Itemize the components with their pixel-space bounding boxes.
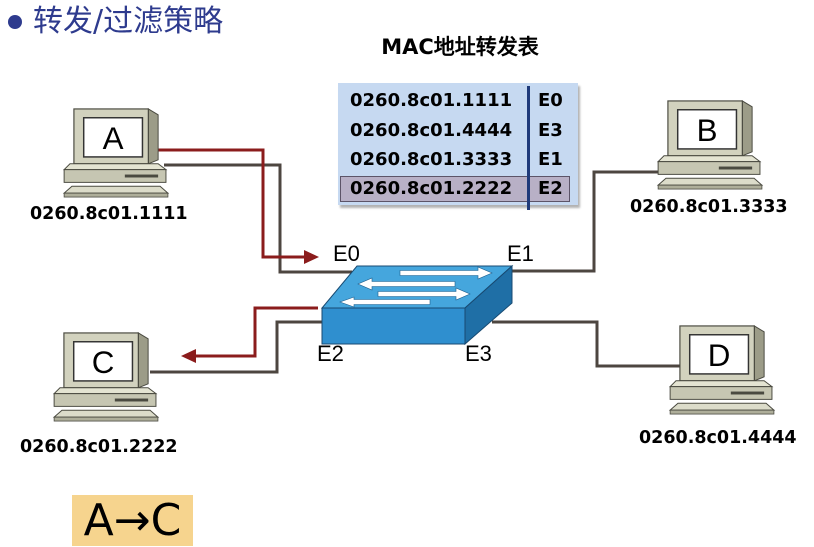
desktop-computer-icon: C [52,332,160,422]
computer-a: A [62,106,172,200]
table-port-cell: E2 [538,178,563,199]
path-e2-to-c-line [194,306,318,358]
bullet-icon [8,15,22,29]
path-a-to-e0-line [158,148,306,259]
cpu-case [669,386,773,400]
host-mac-a: 0260.8c01.1111 [30,204,188,224]
network-switch-icon [320,264,514,346]
cpu-top [62,163,168,171]
keyboard [62,185,170,194]
computer-letter: D [708,338,731,373]
host-mac-b: 0260.8c01.3333 [630,197,788,217]
keyboard [52,409,160,418]
table-row: 0260.8c01.4444 E3 [340,118,570,144]
monitor-side [753,325,765,382]
table-mac-cell: 0260.8c01.3333 [350,149,513,170]
keyboard-edge [63,192,169,198]
table-mac-cell: 0260.8c01.1111 [350,90,513,111]
table-column-divider [527,86,530,210]
slide-title: 转发/过滤策略 [33,4,224,39]
caption-box: A→C [72,495,193,546]
table-mac-cell: 0260.8c01.2222 [350,178,513,199]
links [150,163,680,374]
monitor-screen [676,109,738,150]
computer-b: B [656,98,766,192]
cpu-top [52,387,158,395]
monitor-screen [72,341,134,382]
keyboard-edge [53,416,159,422]
link-d-e3 [492,320,680,368]
computer-letter: C [92,345,115,380]
cpu-case [657,161,761,175]
table-port-cell: E1 [538,149,563,170]
drive-slot [730,391,765,395]
table-mac-cell: 0260.8c01.4444 [350,120,513,141]
switch-arrow-right-icon [399,266,493,280]
cpu-case [63,169,167,183]
frame-path [158,148,319,363]
switch-arrow-left-icon [339,296,431,308]
computer-d: D [668,323,778,417]
arrow-left-icon [181,349,196,363]
port-label-e1: E1 [507,241,534,266]
table-row: 0260.8c01.3333 E1 [340,147,570,173]
desktop-computer-icon: B [656,100,764,190]
table-row-highlighted: 0260.8c01.2222 E2 [340,176,570,202]
link-b-e1 [506,170,662,273]
keyboard [656,177,764,186]
port-label-e0: E0 [333,241,360,266]
switch-arrow-left-icon [357,277,456,291]
table-port-cell: E3 [538,120,563,141]
arrow-right-icon [304,250,319,264]
monitor-side [147,108,159,165]
desktop-computer-icon: A [62,108,170,198]
switch-side-face [464,264,513,346]
port-label-e3: E3 [465,341,492,366]
switch-arrow-right-icon [377,287,471,301]
desktop-computer-icon: D [668,325,776,415]
keyboard-edge [669,409,775,415]
cpu-top [668,380,774,388]
monitor-screen [688,334,750,375]
port-label-e2: E2 [317,341,344,366]
computer-letter: A [103,121,124,156]
link-c-e2 [150,320,322,374]
computer-letter: B [697,113,718,148]
table-port-cell: E0 [538,90,563,111]
keyboard [668,402,776,411]
drive-slot [718,166,753,170]
monitor-side [741,100,753,157]
cpu-top [656,155,762,163]
switch-front-face [321,307,466,345]
mac-table-title: MAC地址转发表 [381,35,539,59]
drive-slot [124,174,159,178]
link-a-e0 [164,163,352,274]
keyboard-edge [657,184,763,190]
cpu-case [53,393,157,407]
host-mac-c: 0260.8c01.2222 [20,437,178,457]
monitor-screen [82,117,144,158]
computer-c: C [52,330,162,424]
monitor-side [137,332,149,389]
drive-slot [114,398,149,402]
table-row: 0260.8c01.1111 E0 [340,88,570,114]
mac-table: 0260.8c01.1111 E0 0260.8c01.4444 E3 0260… [338,83,578,210]
host-mac-d: 0260.8c01.4444 [639,428,797,448]
